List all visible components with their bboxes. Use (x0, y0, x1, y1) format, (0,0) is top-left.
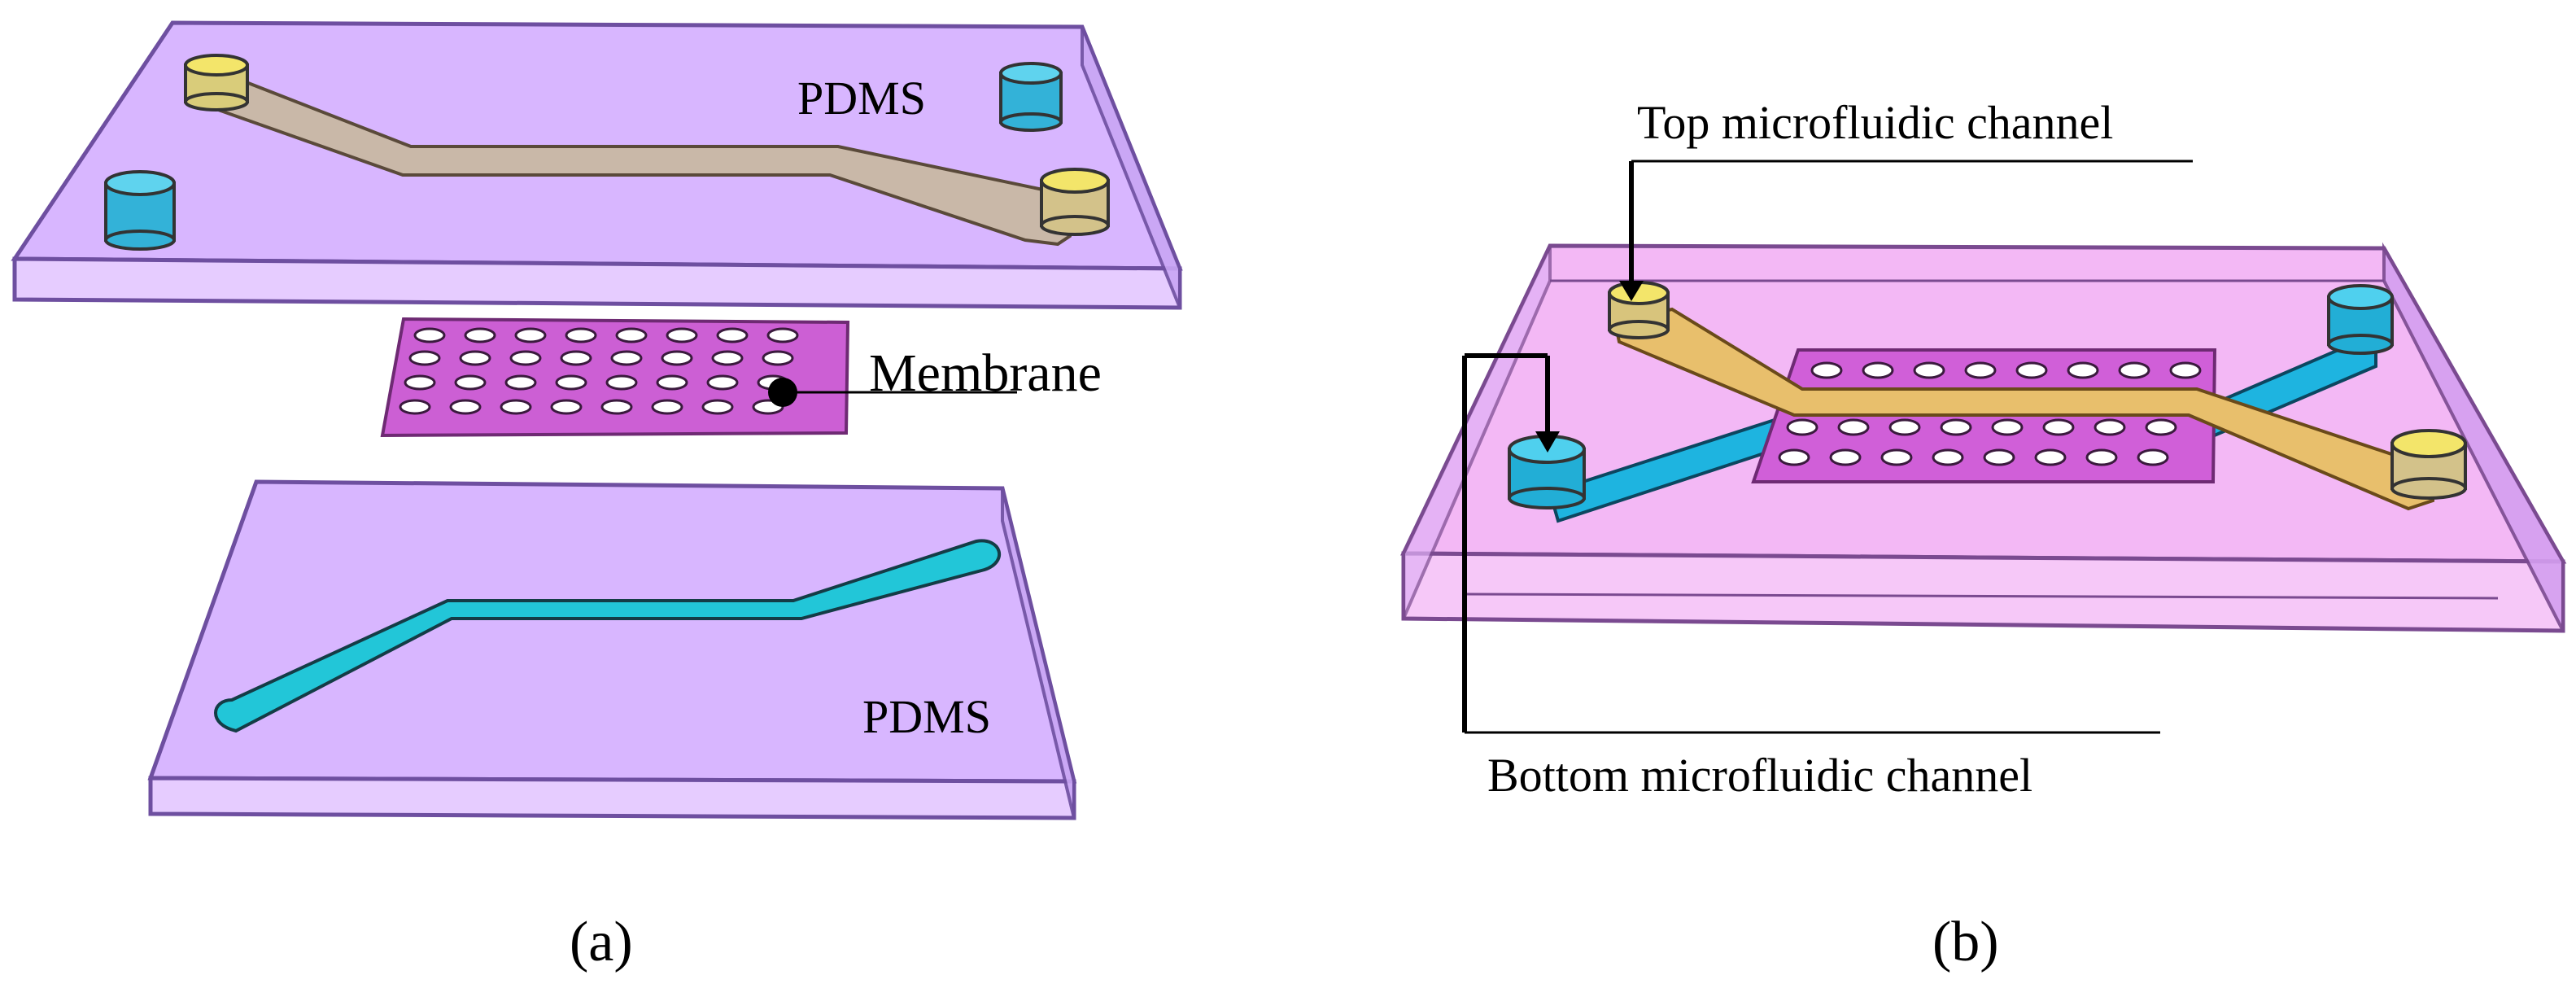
membrane-pores (399, 327, 799, 415)
chip-well-yellow-left (1608, 281, 1670, 339)
bottom-pdms-layer: PDMS (147, 479, 1077, 820)
well-yellow-right (1040, 168, 1110, 236)
panel-b: Top microfluidic channel Bottom microflu… (1400, 96, 2567, 973)
pdms-bottom-label: PDMS (862, 690, 991, 743)
panel-b-label: (b) (1932, 911, 1999, 973)
panel-a-label: (a) (570, 911, 633, 973)
assembled-chip (1400, 242, 2567, 633)
membrane: Membrane (380, 317, 1102, 438)
well-cyan-top-right (999, 62, 1063, 132)
top-channel-callout: Top microfluidic channel (1619, 96, 2193, 301)
chip-well-yellow-right (2390, 429, 2467, 500)
bottom-channel-shape (214, 539, 1002, 733)
top-channel-label: Top microfluidic channel (1637, 96, 2113, 149)
panel-a: PDMS Membrane PDMS (a) (11, 20, 1183, 973)
membrane-label: Membrane (869, 343, 1102, 403)
top-channel-shape (194, 80, 1072, 247)
well-yellow-left (184, 54, 249, 112)
chip-membrane-pores (1778, 361, 2202, 466)
top-microfluidic-channel (1613, 307, 2434, 511)
pdms-top-label: PDMS (797, 72, 926, 125)
bottom-channel-label: Bottom microfluidic channel (1487, 749, 2032, 802)
bottom-channel-callout: Bottom microfluidic channel (1462, 353, 2160, 802)
top-pdms-layer: PDMS (11, 20, 1183, 310)
chip-well-cyan-right (2327, 284, 2394, 355)
well-cyan-left (104, 170, 176, 251)
